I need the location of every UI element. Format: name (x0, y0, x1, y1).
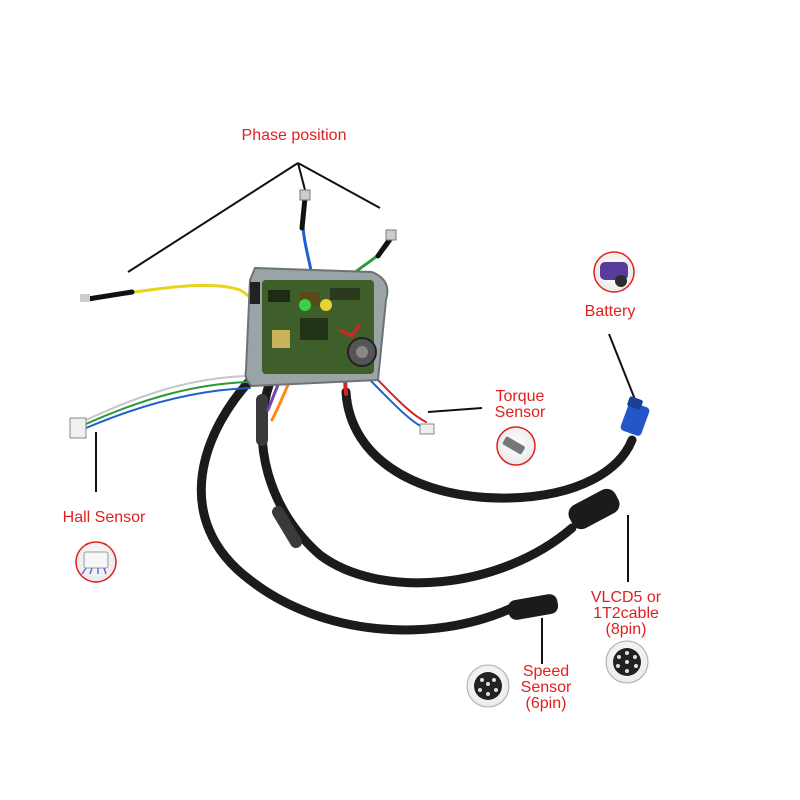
phase-terminal-mid (299, 189, 311, 201)
label-torque-sensor: Torque Sensor (494, 388, 546, 421)
vlcd-pins-icon (616, 651, 638, 673)
pcb-red-wire (339, 323, 362, 338)
pcb-heat-sink (250, 282, 260, 304)
hall-wire-bundle-1 (85, 375, 247, 421)
label-battery: Battery (584, 303, 636, 320)
phase-wire-black-tip (85, 289, 135, 302)
pcb-chip-4 (272, 330, 290, 348)
battery-connector (620, 402, 650, 436)
hall-connector (69, 417, 87, 439)
pcb-chip-5 (300, 318, 328, 340)
pcb-led-green (299, 299, 311, 311)
torque-sensor-icon (502, 436, 525, 455)
phase-pointer-right (297, 162, 381, 209)
sleeve-vlcd (272, 506, 302, 548)
pointer-lines (95, 162, 637, 664)
speed-pins-icon (478, 678, 498, 696)
battery-cable (341, 387, 637, 503)
battery-pointer (608, 333, 637, 403)
thumbnail-speed (466, 664, 510, 708)
phase-pointer-left (127, 162, 299, 273)
speed-cable (196, 367, 517, 635)
phase-terminal-right (385, 229, 397, 241)
battery-connector-tip (627, 396, 643, 410)
pcb-chip-3 (330, 288, 360, 300)
torque-pointer (427, 407, 483, 413)
label-speed-sensor: Speed Sensor (6pin) (520, 663, 572, 712)
label-vlcd5-cable: VLCD5 or 1T2cable (8pin) (590, 589, 662, 638)
torque-wire-1 (369, 379, 425, 429)
hall-wire-bundle-3 (85, 387, 251, 429)
phase-wire-blue-tip (299, 195, 308, 231)
pcb-capacitor-top (356, 346, 368, 358)
hall-wire-bundle-2 (85, 381, 249, 425)
torque-wire-2 (371, 373, 427, 423)
hall-plug-wires-icon (81, 567, 107, 575)
thumbnail-vlcd (605, 640, 649, 684)
label-hall-sensor: Hall Sensor (62, 509, 146, 526)
phase-terminal-left (80, 294, 90, 302)
label-phase-position: Phase position (241, 127, 347, 144)
torque-connector (419, 423, 435, 435)
speed-connector (507, 594, 559, 620)
battery-plug-icon-end (615, 275, 627, 287)
controller-box (244, 266, 389, 388)
thumbnail-hall (75, 541, 117, 583)
connectors (69, 189, 650, 620)
cable-sleeves (256, 394, 302, 548)
thumbnail-battery (593, 251, 635, 293)
hall-plug-icon (83, 551, 109, 569)
pcb-led-yellow (320, 299, 332, 311)
phase-pointer-mid (297, 162, 306, 191)
vlcd-connector (568, 488, 620, 530)
thumbnail-torque (496, 426, 536, 466)
pcb-chip-1 (268, 290, 290, 302)
